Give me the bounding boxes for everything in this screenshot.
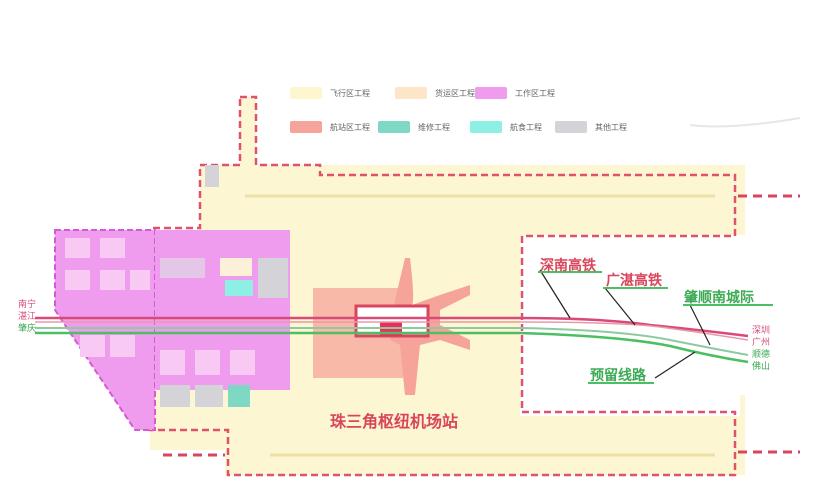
legend-label: 飞行区工程 (330, 88, 370, 98)
legend-label: 其他工程 (595, 122, 627, 132)
legend-swatch (290, 87, 322, 99)
legend-item-maintenance: 维修工程 (378, 120, 450, 134)
legend-swatch (555, 121, 587, 133)
station-label: 珠三角枢纽机场站 (330, 412, 459, 431)
decorative-mark (689, 117, 801, 128)
legend-label: 工作区工程 (515, 88, 555, 98)
city-west-nanning: 南宁 (18, 300, 37, 310)
city-west-zhanjiang: 湛江 (18, 312, 37, 322)
legend-item-other: 其他工程 (555, 120, 627, 134)
legend-swatch (475, 87, 507, 99)
line-label-guangzhan: 广湛高铁 (606, 273, 662, 289)
legend-label: 货运区工程 (435, 88, 475, 98)
legend-label: 航站区工程 (330, 122, 370, 132)
rail-lines (35, 316, 749, 364)
airport-boundary (148, 95, 737, 477)
line-label-reserved: 预留线路 (590, 368, 646, 384)
legend-item-cargo: 货运区工程 (395, 86, 475, 100)
legend-swatch (395, 87, 427, 99)
legend-swatch (290, 121, 322, 133)
line-label-zhaoshun: 肇顺南城际 (684, 290, 754, 306)
city-west-zhaoqing: 肇庆 (18, 324, 37, 334)
city-east-foshan: 佛山 (752, 362, 771, 372)
leader-zhaoshun (689, 304, 711, 346)
city-east-shunde: 顺德 (752, 350, 771, 360)
legend-item-terminal: 航站区工程 (290, 120, 370, 134)
legend-swatch (470, 121, 502, 133)
legend-item-work: 工作区工程 (475, 86, 555, 100)
leader-shennan (539, 269, 571, 319)
legend-label: 航食工程 (510, 122, 542, 132)
legend-item-catering: 航食工程 (470, 120, 542, 134)
legend-label: 维修工程 (418, 122, 450, 132)
leader-guangzhan (604, 287, 636, 326)
line-label-shennan: 深南高铁 (540, 258, 596, 274)
city-east-guangzhou: 广州 (752, 338, 771, 348)
legend-item-airfield: 飞行区工程 (290, 86, 370, 100)
legend-swatch (378, 121, 410, 133)
city-east-shenzhen: 深圳 (752, 326, 771, 336)
legend: 飞行区工程 货运区工程 工作区工程 航站区工程 维修工程 航食工程 其他工程 (290, 86, 627, 136)
work-zone (54, 165, 290, 431)
leader-reserved (654, 351, 696, 379)
